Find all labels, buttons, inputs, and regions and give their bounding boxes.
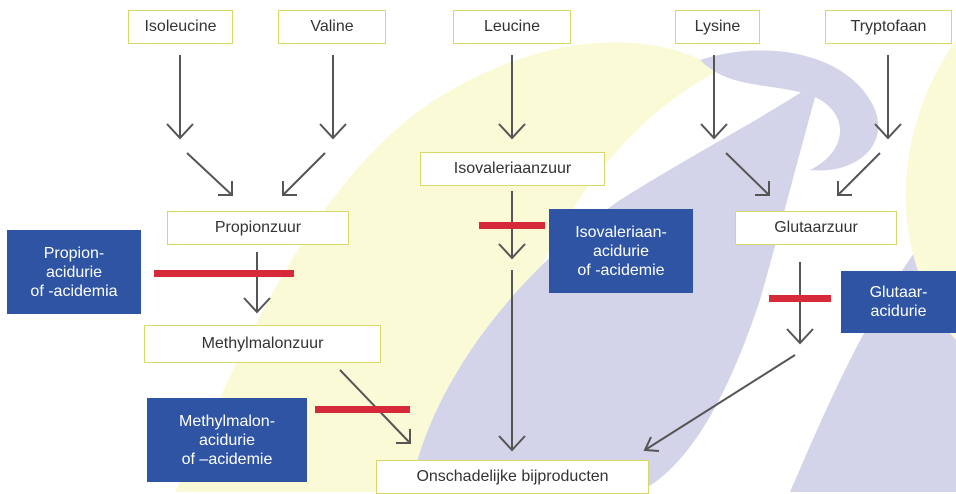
node-lysine: Lysine <box>675 10 760 44</box>
arrow <box>875 55 901 138</box>
node-end-product: Onschadelijke bijproducten <box>376 460 649 494</box>
node-tryptofaan: Tryptofaan <box>825 10 952 44</box>
node-isoleucine: Isoleucine <box>128 10 233 44</box>
arrow <box>187 153 232 195</box>
node-propionzuur: Propionzuur <box>167 211 349 245</box>
enzyme-block-bar <box>769 295 831 302</box>
node-leucine: Leucine <box>453 10 571 44</box>
disorder-methylmalon: Methylmalon- acidurie of –acidemie <box>147 398 307 482</box>
arrow <box>167 55 193 138</box>
disorder-propion: Propion- acidurie of -acidemia <box>7 230 141 314</box>
node-glutaarzuur: Glutaarzuur <box>735 211 897 245</box>
node-isovaleriaanzuur: Isovaleriaanzuur <box>420 152 605 186</box>
arrow <box>244 252 270 312</box>
disorder-isovaleriaan: Isovaleriaan- acidurie of -acidemie <box>549 209 693 293</box>
arrow <box>283 153 325 195</box>
enzyme-block-bar <box>479 222 545 229</box>
enzyme-block-bar <box>154 270 294 277</box>
node-valine: Valine <box>278 10 386 44</box>
arrow <box>787 262 813 343</box>
arrow <box>320 55 346 138</box>
enzyme-block-bar <box>315 406 410 413</box>
node-methylmalonzuur: Methylmalonzuur <box>144 325 381 363</box>
disorder-glutaar: Glutaar- acidurie <box>841 271 956 333</box>
